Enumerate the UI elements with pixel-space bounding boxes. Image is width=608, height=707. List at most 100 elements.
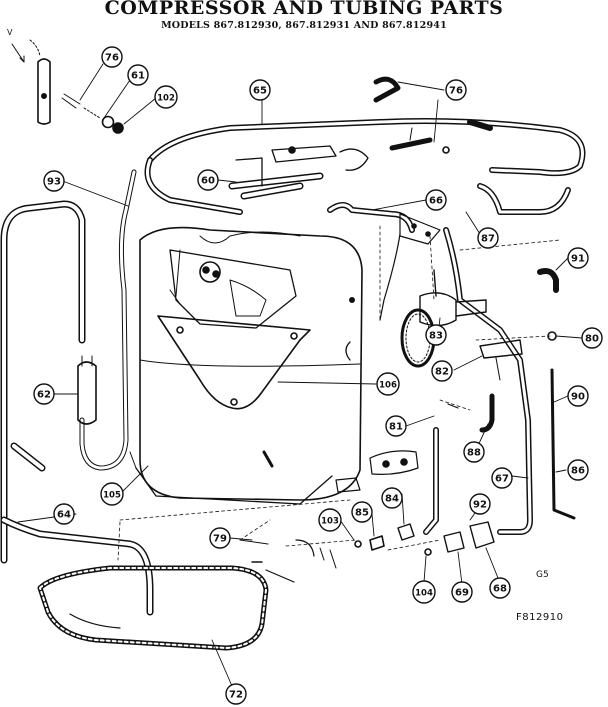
- callout-label: 81: [389, 422, 403, 433]
- callout-circle: [197, 169, 219, 191]
- fitting-parts-lower: [354, 521, 495, 556]
- callout-86: 86: [567, 459, 589, 481]
- direction-arrow-icon: [11, 39, 41, 63]
- callout-82: 82: [431, 360, 453, 382]
- callout-87: 87: [477, 227, 499, 249]
- callout-circle: [100, 482, 124, 506]
- callout-label: 87: [481, 234, 495, 245]
- callout-label: 93: [47, 177, 61, 188]
- callout-label: 79: [213, 534, 227, 545]
- callout-circle: [33, 383, 55, 405]
- hose-87: [477, 183, 571, 215]
- inline-filter-62: [77, 355, 97, 425]
- hose-65: [144, 118, 586, 215]
- callout-circle: [451, 581, 473, 603]
- callout-label: 62: [37, 390, 51, 401]
- fitting-76: [271, 76, 450, 163]
- callout-circle: [425, 324, 447, 346]
- callout-circle: [385, 415, 407, 437]
- callout-circle: [101, 46, 123, 68]
- callout-circle: [381, 487, 403, 509]
- callout-106: 106: [376, 372, 400, 396]
- diagram-subtitle: MODELS 867.812930, 867.812931 AND 867.81…: [161, 20, 447, 31]
- callout-label: 80: [585, 334, 599, 345]
- callout-84: 84: [381, 487, 403, 509]
- tube-90: [550, 368, 576, 520]
- callout-circle: [127, 64, 149, 86]
- figure-code: F812910: [516, 612, 564, 623]
- callout-85: 85: [351, 501, 373, 523]
- callout-circle: [53, 503, 75, 525]
- callout-62: 62: [33, 383, 55, 405]
- funnel-bracket: [157, 315, 311, 410]
- base-plate: [129, 451, 333, 505]
- callout-label: 84: [385, 494, 399, 505]
- fitting-79: [239, 539, 337, 583]
- hose-67: [379, 227, 533, 535]
- callout-label: 105: [103, 491, 121, 501]
- callout-60: 60: [197, 169, 219, 191]
- callout-circle: [209, 527, 231, 549]
- callout-circle: [491, 467, 513, 489]
- callout-label: 65: [253, 86, 267, 97]
- valve-assembly-83: [400, 269, 487, 368]
- callout-circle: [567, 247, 589, 269]
- callout-circle: [225, 683, 247, 705]
- tubes-60: [228, 148, 369, 200]
- callout-label: 90: [571, 392, 585, 403]
- callout-circle: [376, 372, 400, 396]
- frame-64: [0, 200, 154, 616]
- drain-tube-part: [37, 58, 124, 134]
- callout-66: 66: [425, 189, 447, 211]
- elbow-91: [537, 268, 559, 293]
- callout-circle: [412, 580, 436, 604]
- callout-label: 102: [157, 94, 175, 104]
- callout-label: 76: [449, 86, 463, 97]
- callout-68: 68: [489, 577, 511, 599]
- callout-79: 79: [209, 527, 231, 549]
- callout-72: 72: [225, 683, 247, 705]
- callout-circle: [431, 360, 453, 382]
- callout-circle: [351, 501, 373, 523]
- callout-circle: [581, 327, 603, 349]
- callout-label: 91: [571, 254, 585, 265]
- callout-label: 103: [321, 517, 339, 527]
- callout-circle: [469, 493, 491, 515]
- hose-66: [327, 202, 441, 245]
- callout-label: 104: [415, 589, 433, 599]
- callout-label: 67: [495, 474, 509, 485]
- callout-circle: [43, 170, 65, 192]
- callout-label: 60: [201, 176, 215, 187]
- callout-83: 83: [425, 324, 447, 346]
- direction-mark: V: [7, 28, 13, 37]
- callout-label: 66: [429, 196, 443, 207]
- callout-circle: [425, 189, 447, 211]
- callout-64: 64: [53, 503, 75, 525]
- callout-label: 88: [467, 448, 481, 459]
- compressor-tank: [139, 226, 363, 501]
- callout-label: 64: [57, 510, 71, 521]
- callout-circle: [477, 227, 499, 249]
- callout-67: 67: [491, 467, 513, 489]
- callout-76: 76: [445, 79, 467, 101]
- callout-91: 91: [567, 247, 589, 269]
- callout-93: 93: [43, 170, 65, 192]
- motor-housing: [169, 249, 297, 329]
- callout-80: 80: [581, 327, 603, 349]
- callout-69: 69: [451, 581, 473, 603]
- callout-circle: [318, 508, 342, 532]
- hose-93: [79, 169, 137, 471]
- callout-104: 104: [412, 580, 436, 604]
- callout-label: 61: [131, 71, 145, 82]
- callout-88: 88: [463, 441, 485, 463]
- callout-103: 103: [318, 508, 342, 532]
- callout-circle: [567, 385, 589, 407]
- callout-label: 85: [355, 508, 369, 519]
- callout-label: 86: [571, 466, 585, 477]
- callout-92: 92: [469, 493, 491, 515]
- callout-61: 61: [127, 64, 149, 86]
- callout-circle: [567, 459, 589, 481]
- callout-label: 76: [105, 53, 119, 64]
- callout-76: 76: [101, 46, 123, 68]
